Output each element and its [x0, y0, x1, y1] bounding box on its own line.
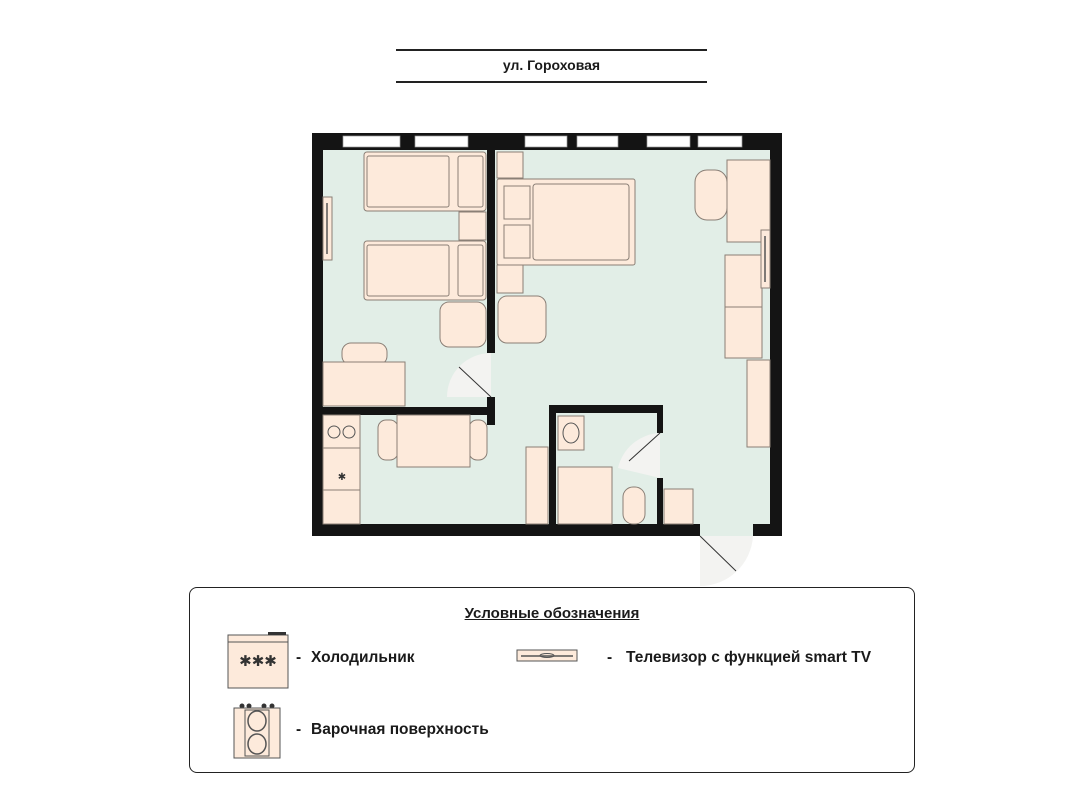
desk	[322, 361, 406, 407]
cooktop-icon	[233, 703, 281, 759]
bathroom-sink	[557, 415, 585, 451]
legend-dash: -	[607, 649, 613, 666]
door-bathroom	[618, 433, 660, 478]
desk	[726, 159, 771, 243]
window	[646, 135, 691, 148]
nightstand	[496, 264, 524, 294]
legend-dash: -	[296, 721, 302, 738]
nightstand	[458, 211, 487, 241]
tv-icon	[516, 649, 578, 662]
cooktop	[322, 414, 361, 449]
street-name: ул. Гороховая	[502, 57, 601, 73]
shower	[557, 466, 613, 525]
kitchen-sink	[322, 489, 361, 525]
window	[414, 135, 469, 148]
svg-text:✱: ✱	[338, 472, 346, 483]
legend-label-tv: Телевизор с функцией smart TV	[626, 649, 872, 666]
legend: Условные обозначения ✱✱✱ - Холодильник -…	[189, 587, 915, 773]
wardrobe	[525, 446, 549, 525]
window	[697, 135, 743, 148]
single-bed	[363, 240, 487, 301]
window	[576, 135, 619, 148]
cabinet	[663, 488, 694, 525]
chair	[377, 419, 399, 461]
legend-dash: -	[296, 649, 302, 666]
door-bedroom	[447, 353, 491, 397]
windows	[342, 135, 743, 148]
svg-text:✱✱✱: ✱✱✱	[239, 652, 277, 670]
street-line-bottom	[396, 81, 707, 83]
chair	[694, 169, 728, 221]
window	[524, 135, 568, 148]
armchair	[497, 295, 547, 344]
legend-label-cooktop: Варочная поверхность	[311, 721, 489, 738]
legend-label-fridge: Холодильник	[311, 649, 415, 666]
doors	[447, 353, 753, 587]
fridge	[322, 447, 361, 491]
toilet	[622, 486, 646, 525]
furniture: ✱	[322, 151, 771, 525]
double-bed	[496, 178, 636, 266]
window	[342, 135, 401, 148]
armchair	[439, 301, 487, 348]
nightstand	[496, 151, 524, 179]
street-line-top	[396, 49, 707, 51]
wardrobe	[746, 359, 771, 448]
dining-table	[396, 414, 471, 468]
chair	[468, 419, 488, 461]
inner-walls	[323, 150, 663, 524]
floor-plan: ✱	[312, 133, 782, 587]
fridge-icon: ✱✱✱	[227, 632, 289, 689]
legend-title: Условные обозначения	[464, 605, 640, 622]
single-bed	[363, 151, 487, 212]
